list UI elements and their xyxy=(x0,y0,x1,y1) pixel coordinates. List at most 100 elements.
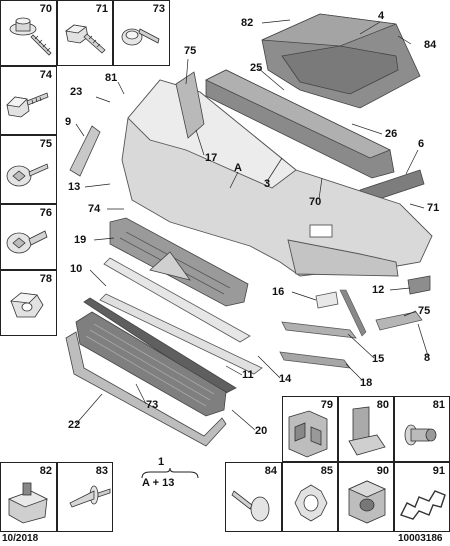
callout-14[interactable]: 14 xyxy=(279,373,292,385)
cell-83[interactable]: 83 xyxy=(57,462,113,532)
cell-84-number: 84 xyxy=(264,465,277,477)
bracket-icon xyxy=(288,410,328,458)
trim-strip-part[interactable] xyxy=(375,311,423,331)
date-code: 10/2018 xyxy=(2,533,39,544)
bolt-icon xyxy=(6,92,49,118)
trim-strip-part[interactable] xyxy=(339,289,367,337)
callout-17[interactable]: 17 xyxy=(205,152,218,164)
callout-6[interactable]: 6 xyxy=(418,138,425,150)
push-pin-icon xyxy=(231,490,270,522)
callout-74[interactable]: 74 xyxy=(88,203,101,215)
torx-screw-icon xyxy=(6,230,48,254)
clip-nut-icon xyxy=(348,480,386,524)
callout-13[interactable]: 13 xyxy=(68,181,81,193)
star-washer-icon xyxy=(294,484,328,522)
cell-73-number: 73 xyxy=(152,3,165,15)
callout-4[interactable]: 4 xyxy=(378,10,385,22)
tow-hook-cover-part[interactable] xyxy=(315,291,339,309)
cell-83-number: 83 xyxy=(95,465,108,477)
callout-70[interactable]: 70 xyxy=(309,196,322,208)
cell-70[interactable]: 70 xyxy=(0,0,57,66)
callout-18[interactable]: 18 xyxy=(360,377,373,389)
callout-15[interactable]: 15 xyxy=(372,353,385,365)
cell-79-number: 79 xyxy=(320,399,333,411)
callout-75[interactable]: 75 xyxy=(184,45,197,57)
cell-90[interactable]: 90 xyxy=(338,462,394,532)
rivet-icon xyxy=(69,485,111,508)
callout-3[interactable]: 3 xyxy=(264,178,271,190)
callout-25[interactable]: 25 xyxy=(250,62,263,74)
cell-78-number: 78 xyxy=(39,273,52,285)
screw-icon xyxy=(121,28,160,46)
equation-top: 1 xyxy=(158,456,165,468)
upper-grille-part[interactable] xyxy=(109,217,249,307)
clip-icon xyxy=(348,406,386,456)
cell-81[interactable]: 81 xyxy=(394,396,450,462)
guide-part[interactable] xyxy=(69,125,101,177)
reference-code: 10003186 xyxy=(398,533,443,544)
callout-73[interactable]: 73 xyxy=(146,399,159,411)
callout-84[interactable]: 84 xyxy=(424,39,437,51)
callout-9[interactable]: 9 xyxy=(65,116,72,128)
cell-73[interactable]: 73 xyxy=(113,0,170,66)
chrome-strip-part[interactable] xyxy=(103,257,251,343)
undertray-part[interactable] xyxy=(261,13,421,109)
brace-icon xyxy=(141,467,199,479)
equation-bottom: A + 13 xyxy=(142,477,175,489)
trim-strip-part[interactable] xyxy=(281,321,357,339)
left-bracket-part[interactable] xyxy=(175,71,205,139)
cell-71-number: 71 xyxy=(95,3,108,15)
lower-lip-part[interactable] xyxy=(65,331,227,447)
cell-70-number: 70 xyxy=(39,3,52,15)
cell-82-number: 82 xyxy=(39,465,52,477)
cell-71[interactable]: 71 xyxy=(57,0,113,66)
callout-16[interactable]: 16 xyxy=(272,286,285,298)
callout-26[interactable]: 26 xyxy=(385,128,398,140)
cell-85-number: 85 xyxy=(320,465,333,477)
wire-clip-icon xyxy=(400,490,446,520)
nut-icon xyxy=(9,292,44,318)
trim-strip-part[interactable] xyxy=(279,351,351,369)
callout-23[interactable]: 23 xyxy=(70,86,83,98)
callout-11[interactable]: 11 xyxy=(242,369,254,381)
bolt-icon xyxy=(65,24,106,54)
reinforcement-beam-part[interactable] xyxy=(205,69,395,179)
screw-icon xyxy=(9,17,52,56)
sensor-bracket-part[interactable] xyxy=(407,275,431,295)
bumper-cover-part[interactable] xyxy=(121,79,433,277)
chrome-strip-part[interactable] xyxy=(99,293,263,375)
cell-80-number: 80 xyxy=(376,399,389,411)
callout-22[interactable]: 22 xyxy=(68,419,81,431)
cell-74[interactable]: 74 xyxy=(0,66,57,135)
callout-75b[interactable]: 75 xyxy=(418,305,431,317)
callout-82[interactable]: 82 xyxy=(241,17,254,29)
cell-91-number: 91 xyxy=(432,465,445,477)
callout-A[interactable]: A xyxy=(234,162,242,174)
callout-71[interactable]: 71 xyxy=(427,202,440,214)
callout-81[interactable]: 81 xyxy=(105,72,118,84)
lower-grille-part[interactable] xyxy=(75,297,237,417)
cell-90-number: 90 xyxy=(376,465,389,477)
cell-80[interactable]: 80 xyxy=(338,396,394,462)
callout-12[interactable]: 12 xyxy=(372,284,385,296)
cell-74-number: 74 xyxy=(39,69,52,81)
cell-82[interactable]: 82 xyxy=(0,462,57,532)
cell-84[interactable]: 84 xyxy=(225,462,282,532)
cell-75[interactable]: 75 xyxy=(0,135,57,204)
callout-8[interactable]: 8 xyxy=(424,352,431,364)
cell-85[interactable]: 85 xyxy=(282,462,338,532)
cell-76-number: 76 xyxy=(39,207,52,219)
torx-screw-icon xyxy=(6,163,49,187)
callout-10[interactable]: 10 xyxy=(70,263,83,275)
cell-79[interactable]: 79 xyxy=(282,396,338,462)
cell-75-number: 75 xyxy=(39,138,52,150)
cell-81-number: 81 xyxy=(432,399,445,411)
cell-76[interactable]: 76 xyxy=(0,204,57,270)
callout-20[interactable]: 20 xyxy=(255,425,268,437)
cell-78[interactable]: 78 xyxy=(0,270,57,336)
rivet-icon xyxy=(404,424,437,446)
callout-19[interactable]: 19 xyxy=(74,234,87,246)
cell-91[interactable]: 91 xyxy=(394,462,450,532)
